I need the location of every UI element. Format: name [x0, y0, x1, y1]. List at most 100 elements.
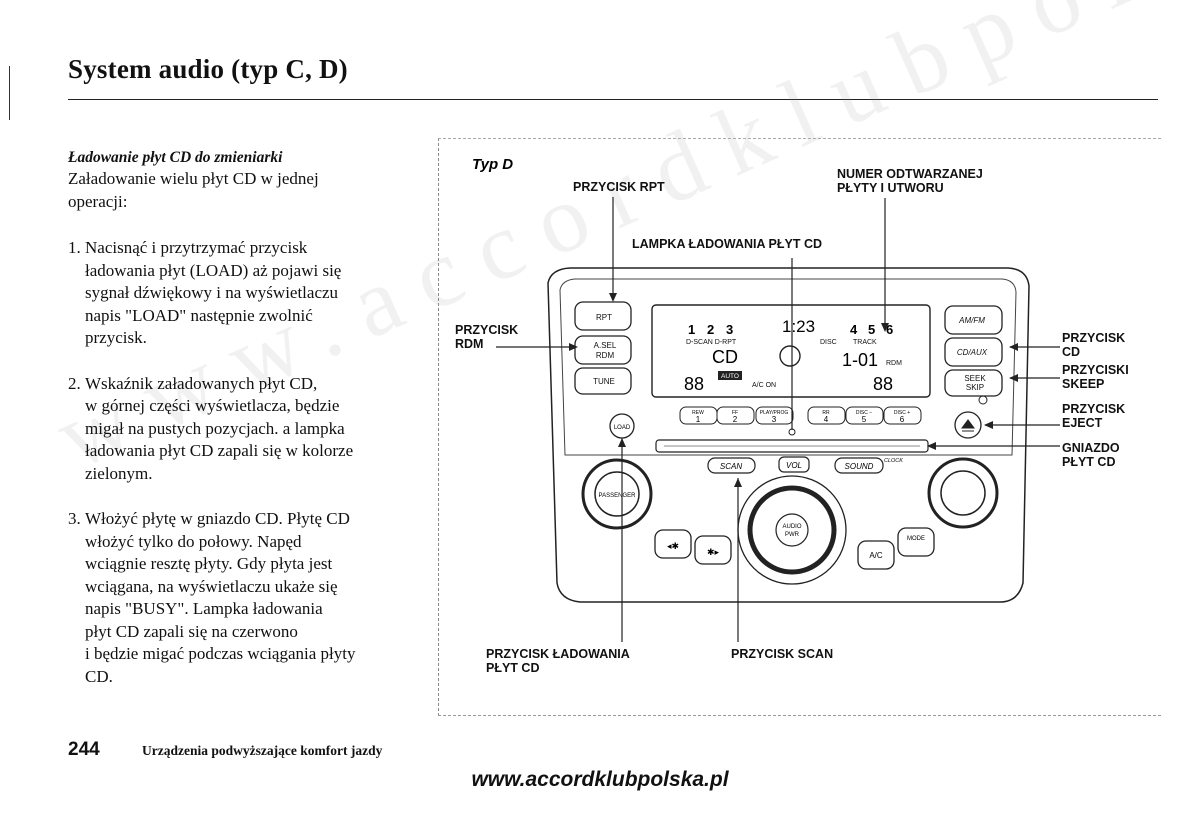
lcd-auto-badge	[718, 371, 742, 380]
fan-down-icon: ◂✱	[667, 541, 679, 551]
preset-label: DISC −	[856, 410, 872, 416]
mode-button[interactable]	[897, 527, 935, 557]
seek-skip-button[interactable]	[944, 369, 1003, 397]
callout-scan: PRZYCISK SCAN	[731, 647, 833, 661]
indicator-dot	[978, 395, 988, 405]
load-label: LOAD	[614, 425, 631, 431]
intro-paragraph: Załadowanie wielu płyt CD w jednej opera…	[68, 168, 413, 213]
step-number: 1.	[68, 238, 81, 257]
pwr-label: PWR	[785, 532, 800, 538]
tune-label: TUNE	[593, 377, 615, 386]
vol-button[interactable]	[778, 456, 810, 473]
disc-indicator: 4	[850, 322, 858, 337]
lcd-vol-icon	[779, 345, 801, 367]
preset-number: 4	[824, 415, 829, 424]
callout-rdm-2: RDM	[455, 337, 483, 351]
step-line: sygnał dźwiękowy i na wyświetlaczu	[85, 283, 339, 302]
instructions-column: Ładowanie płyt CD do zmieniarki Załadowa…	[68, 148, 413, 711]
preset-number: 1	[696, 415, 701, 424]
step-line: i będzie migać podczas wciągania płyty	[85, 644, 356, 663]
preset-button-3[interactable]	[755, 406, 794, 425]
step-line: Nacisnąć i przytrzymać przycisk	[85, 238, 308, 257]
vol-label: VOL	[786, 461, 802, 470]
disc-indicator: 6	[886, 322, 893, 337]
passenger-label: PASSENGER	[599, 493, 637, 499]
title-rule	[68, 99, 1158, 100]
disc-indicator: 2	[707, 322, 714, 337]
figure-type-label: Typ D	[472, 156, 513, 173]
scan-button[interactable]	[707, 457, 756, 474]
preset-button-2[interactable]	[716, 406, 755, 425]
preset-label: RR	[822, 410, 830, 416]
footer-url: www.accordklubpolska.pl	[471, 768, 729, 791]
lcd-right-temp: 88	[873, 374, 893, 394]
callout-eject-1: PRZYCISK	[1062, 402, 1125, 416]
lcd-ac-on: A/C ON	[752, 382, 776, 389]
callout-cd-1: PRZYCISK	[1062, 331, 1125, 345]
lcd-track-value: 1-01	[842, 350, 878, 370]
lcd-cd: CD	[712, 347, 738, 367]
step-line: migał na pustych pozycjach. a lampka	[85, 418, 345, 438]
step-line: ładowania płyt (LOAD) aż pojawi się	[85, 260, 342, 280]
scan-label: SCAN	[720, 462, 742, 471]
callout-load-lamp: LAMPKA ŁADOWANIA PŁYT CD	[632, 237, 822, 251]
step-line: ładowania płyt CD zapali się w kolorze	[85, 441, 354, 460]
step-line: wciągnie resztę płyty. Gdy płyta jest	[85, 554, 333, 573]
sound-button[interactable]	[834, 457, 884, 474]
eject-icon	[961, 419, 975, 432]
amfm-button[interactable]	[944, 305, 1003, 335]
rpt-button[interactable]	[574, 301, 632, 331]
preset-number: 3	[772, 415, 777, 424]
fan-up-button[interactable]	[694, 535, 732, 565]
mode-label: MODE	[907, 536, 925, 542]
step-line: napis "LOAD" następnie zwolnić	[85, 305, 313, 325]
callout-eject-2: EJECT	[1062, 416, 1103, 430]
rpt-button-label: RPT	[596, 313, 612, 322]
step-number: 3.	[68, 509, 81, 528]
callout-skip-1: PRZYCISKI	[1062, 363, 1129, 377]
preset-button-4[interactable]	[807, 406, 846, 425]
fan-down-button[interactable]	[654, 529, 692, 559]
lcd-time: 1:23	[782, 317, 815, 336]
radio-bezel	[559, 278, 1017, 456]
callout-cd-2: CD	[1062, 345, 1080, 359]
page-number: 244	[68, 739, 100, 760]
preset-label: REW	[692, 410, 704, 416]
preset-button-6[interactable]	[883, 406, 922, 425]
margin-mark	[9, 66, 10, 120]
callout-rdm-1: PRZYCISK	[455, 323, 518, 337]
sound-label: SOUND	[845, 462, 874, 471]
step-line: przycisk.	[85, 328, 147, 347]
rdm-label: RDM	[596, 351, 615, 360]
cdaux-label: CD/AUX	[957, 348, 988, 357]
preset-label: PLAY/PROG	[760, 410, 789, 416]
page-title: System audio (typ C, D)	[68, 54, 348, 84]
step-line: zielonym.	[85, 463, 153, 483]
step-2: 2. Wskaźnik załadowanych płyt CD, w górn…	[68, 373, 413, 486]
lcd-left-temp: 88	[684, 374, 704, 394]
callout-load-btn-1: PRZYCISK ŁADOWANIA	[486, 647, 630, 661]
callout-leaders	[496, 197, 1060, 642]
step-line: napis "BUSY". Lampka ładowania	[85, 599, 323, 618]
preset-label: FF	[732, 410, 738, 416]
step-line: włożyć tylko do połowy. Napęd	[85, 531, 302, 551]
tune-button[interactable]	[574, 367, 632, 395]
step-3: 3. Włożyć płytę w gniazdo CD. Płytę CD w…	[68, 508, 413, 688]
cd-aux-button[interactable]	[944, 337, 1003, 367]
ac-button[interactable]	[857, 540, 895, 570]
step-line: Wskaźnik załadowanych płyt CD,	[85, 373, 318, 393]
callout-track-1: NUMER ODTWARZANEJ	[837, 167, 983, 181]
preset-button-5[interactable]	[845, 406, 884, 425]
callout-arrowheads	[569, 293, 1018, 487]
asel-rdm-button[interactable]	[574, 335, 632, 365]
audio-label: AUDIO	[782, 524, 801, 530]
audio-pwr-button[interactable]	[775, 513, 809, 547]
step-line: wciągana, na wyświetlaczu ukaże się	[85, 576, 338, 596]
section-subheading: Ładowanie płyt CD do zmieniarki	[68, 149, 283, 166]
fan-up-icon: ✱▸	[707, 547, 720, 557]
callout-load-btn-2: PŁYT CD	[486, 661, 539, 675]
lcd-disc: DISC	[820, 339, 837, 346]
panel-outline	[547, 267, 1030, 603]
preset-buttons: REW 1 FF 2 PLAY/PROG 3 RR 4 DISC − 5 DIS…	[679, 406, 922, 425]
